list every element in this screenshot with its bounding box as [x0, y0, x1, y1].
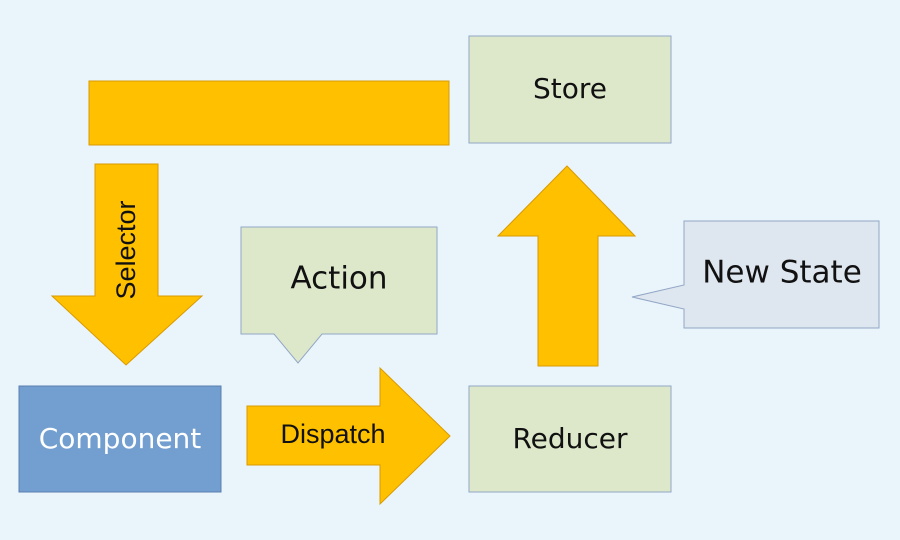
action-callout: [240, 226, 438, 364]
component-label: Component: [39, 422, 202, 455]
store-node: [468, 35, 672, 144]
new-state-label: New State: [702, 255, 862, 291]
dispatch-arrow: [246, 366, 451, 506]
reducer-label: Reducer: [512, 422, 628, 455]
selector-arrow: [50, 163, 204, 366]
store-label: Store: [533, 72, 607, 105]
component-node: [18, 385, 222, 493]
dispatch-label: Dispatch: [280, 419, 385, 449]
selector-label: Selector: [111, 200, 141, 299]
action-label: Action: [290, 261, 387, 297]
new-state-callout: [631, 220, 880, 329]
store-output-bar: [88, 80, 450, 146]
reducer-node: [468, 385, 672, 493]
new-state-up-arrow: [496, 165, 637, 367]
